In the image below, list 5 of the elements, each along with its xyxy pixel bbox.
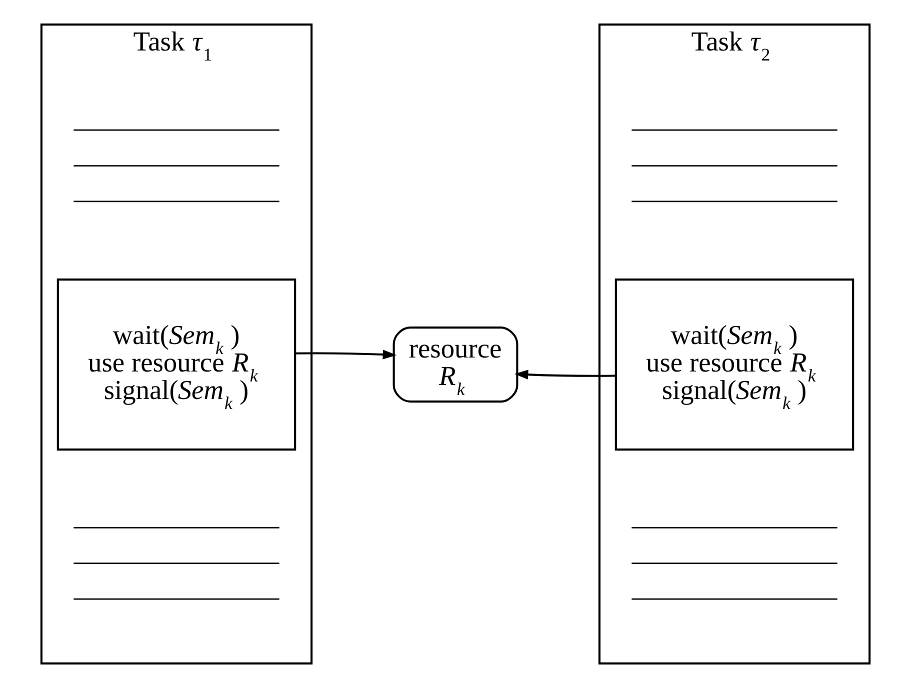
node-box: wait(Sem$_{k}$) use resource R$_{k}$ signal(Sem$_{k}$) — [614, 278, 854, 451]
arrow — [295, 350, 397, 360]
node-box: resource R$_{k}$ — [392, 326, 518, 403]
node-box: wait(Sem$_{k}$) use resource R$_{k}$ signal(Sem$_{k}$) — [56, 278, 296, 451]
arrow — [514, 370, 616, 380]
